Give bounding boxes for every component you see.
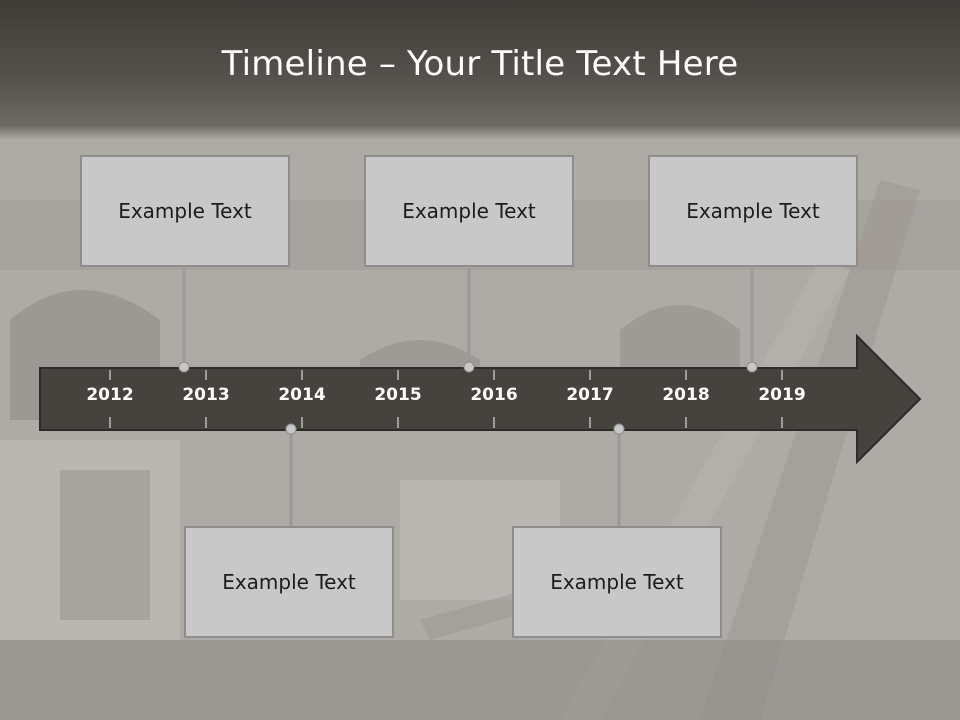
event-card-2014[interactable]: Example Text [184, 526, 394, 638]
connector-dot [746, 361, 758, 373]
year-ticks [109, 370, 783, 428]
event-card-2016[interactable]: Example Text [364, 155, 574, 267]
event-card-text: Example Text [402, 199, 536, 223]
year-label-2014: 2014 [278, 385, 326, 405]
year-label-2016: 2016 [470, 385, 518, 405]
event-card-2013[interactable]: Example Text [80, 155, 290, 267]
slide-title: Timeline – Your Title Text Here [221, 44, 739, 84]
connector-dot [178, 361, 190, 373]
event-card-text: Example Text [686, 199, 820, 223]
year-label-2015: 2015 [374, 385, 422, 405]
connector-dot [613, 423, 625, 435]
year-label-2012: 2012 [86, 385, 134, 405]
event-card-2019[interactable]: Example Text [648, 155, 858, 267]
event-card-2017[interactable]: Example Text [512, 526, 722, 638]
event-card-text: Example Text [222, 570, 356, 594]
connector-dot [285, 423, 297, 435]
timeline-arrow [39, 333, 922, 465]
title-band [0, 0, 960, 140]
year-label-2017: 2017 [566, 385, 614, 405]
year-label-2013: 2013 [182, 385, 230, 405]
connector-dot [463, 361, 475, 373]
year-label-2018: 2018 [662, 385, 710, 405]
year-label-2019: 2019 [758, 385, 806, 405]
event-card-text: Example Text [550, 570, 684, 594]
event-card-text: Example Text [118, 199, 252, 223]
